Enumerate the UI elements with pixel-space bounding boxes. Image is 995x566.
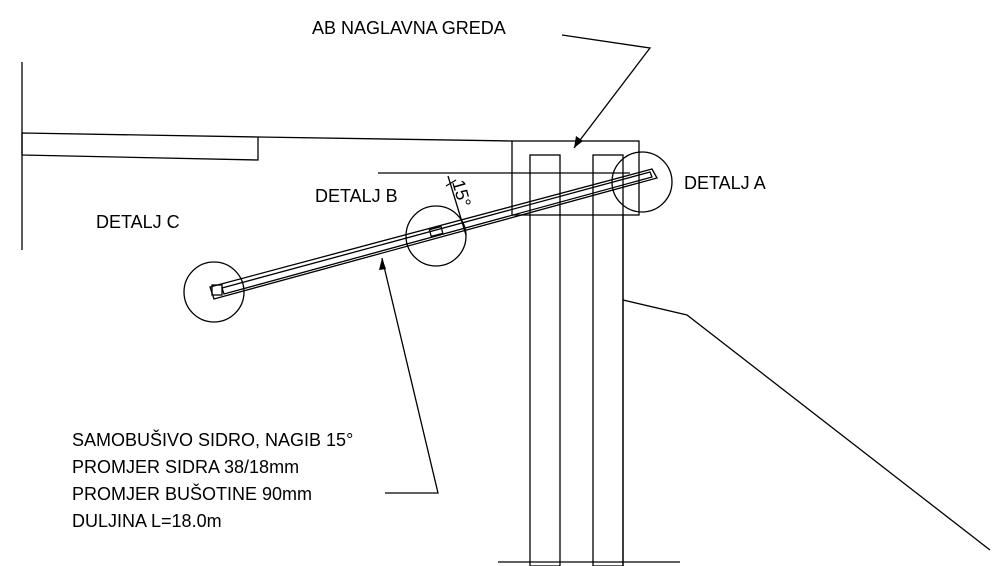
anchor — [209, 168, 658, 300]
detail-a-circle — [611, 151, 673, 213]
anchor-tip-block — [211, 284, 223, 296]
anchor-spec-line-3: PROMJER BUŠOTINE 90mm — [72, 483, 312, 504]
pile-left — [529, 154, 561, 566]
anchor-spec-line-1: SAMOBUŠIVO SIDRO, NAGIB 15° — [72, 429, 353, 450]
anchor-inner-bar — [221, 171, 653, 295]
detail-b-circle — [405, 205, 467, 267]
head-beam-label: AB NAGLAVNA GREDA — [312, 18, 506, 38]
head-beam-leader — [561, 34, 652, 149]
angle-label: 15° — [448, 178, 475, 210]
angle-tick — [447, 175, 467, 236]
angle-arrow-mark — [445, 179, 457, 187]
detail-c-label: DETALJ C — [96, 212, 180, 232]
detail-a-label: DETALJ A — [684, 173, 766, 193]
left-slab — [21, 132, 259, 161]
anchor-coupler — [428, 225, 444, 238]
detail-b-label: DETALJ B — [315, 186, 398, 206]
anchor-spec-line-4: DULJINA L=18.0m — [72, 511, 222, 531]
slope-line — [622, 299, 991, 551]
anchor-spec-leader — [381, 257, 439, 494]
anchor-spec-arrowhead — [379, 258, 386, 270]
top-edge-line — [257, 136, 513, 142]
detail-c-circle — [183, 261, 245, 323]
anchor-spec-line-2: PROMJER SIDRA 38/18mm — [72, 457, 299, 477]
head-beam-arrowhead — [574, 136, 583, 148]
pile-right — [592, 154, 624, 566]
